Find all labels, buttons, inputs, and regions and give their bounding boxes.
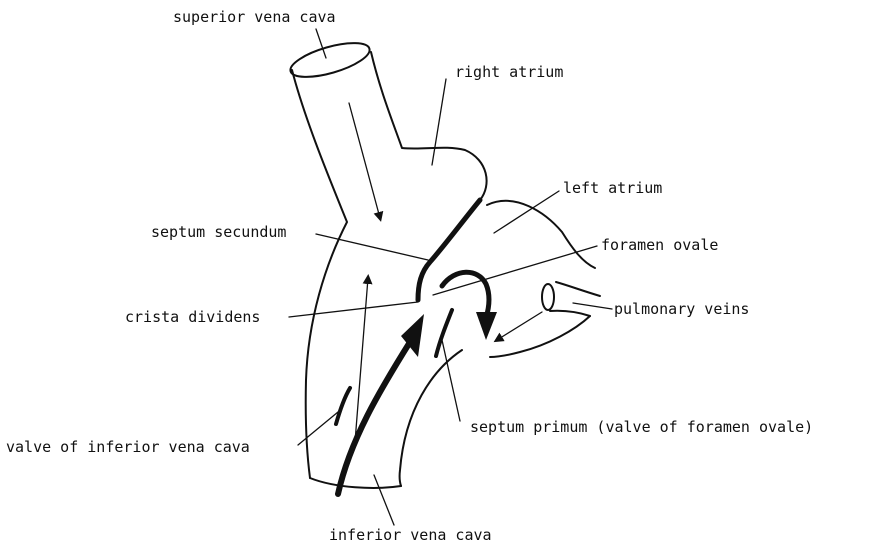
leader-pulmonary-veins — [573, 303, 612, 309]
pulmonary-vein-upper — [556, 282, 600, 296]
pulmonary-flow-arrow — [497, 312, 542, 340]
inferior-vena-cava-bottom — [310, 478, 401, 488]
labels: superior vena cava right atrium left atr… — [6, 8, 813, 544]
foramen-ovale-flow-arrow — [442, 272, 489, 318]
label-crista-dividens: crista dividens — [125, 308, 260, 326]
svc-flow-arrow — [349, 103, 380, 218]
left-atrium-outline — [487, 201, 595, 268]
leader-left-atrium — [494, 191, 559, 233]
label-inferior-vena-cava: inferior vena cava — [329, 526, 492, 544]
leader-right-atrium — [432, 79, 446, 165]
leader-septum-secundum — [316, 234, 428, 260]
label-foramen-ovale: foramen ovale — [601, 236, 718, 254]
left-atrium-lower-wall — [490, 316, 590, 357]
superior-vena-cava-opening — [287, 36, 373, 84]
leader-inferior-vena-cava — [374, 475, 394, 525]
label-right-atrium: right atrium — [455, 63, 563, 81]
leader-valve-of-ivc — [298, 412, 338, 445]
label-left-atrium: left atrium — [563, 179, 662, 197]
label-septum-primum: septum primum (valve of foramen ovale) — [470, 418, 813, 436]
pulmonary-vein-lower — [550, 311, 590, 316]
valve-of-ivc — [336, 388, 350, 424]
leader-superior-vena-cava — [316, 29, 326, 58]
pulmonary-vein-opening — [542, 284, 554, 310]
foramen-ovale-flow-arrowhead — [476, 312, 497, 340]
septum-secundum — [418, 200, 480, 300]
leader-crista-dividens — [289, 302, 418, 317]
inferior-vena-cava-right-wall — [400, 350, 462, 486]
label-superior-vena-cava: superior vena cava — [173, 8, 336, 26]
label-septum-secundum: septum secundum — [151, 223, 286, 241]
label-pulmonary-veins: pulmonary veins — [614, 300, 749, 318]
label-valve-of-ivc: valve of inferior vena cava — [6, 438, 250, 456]
